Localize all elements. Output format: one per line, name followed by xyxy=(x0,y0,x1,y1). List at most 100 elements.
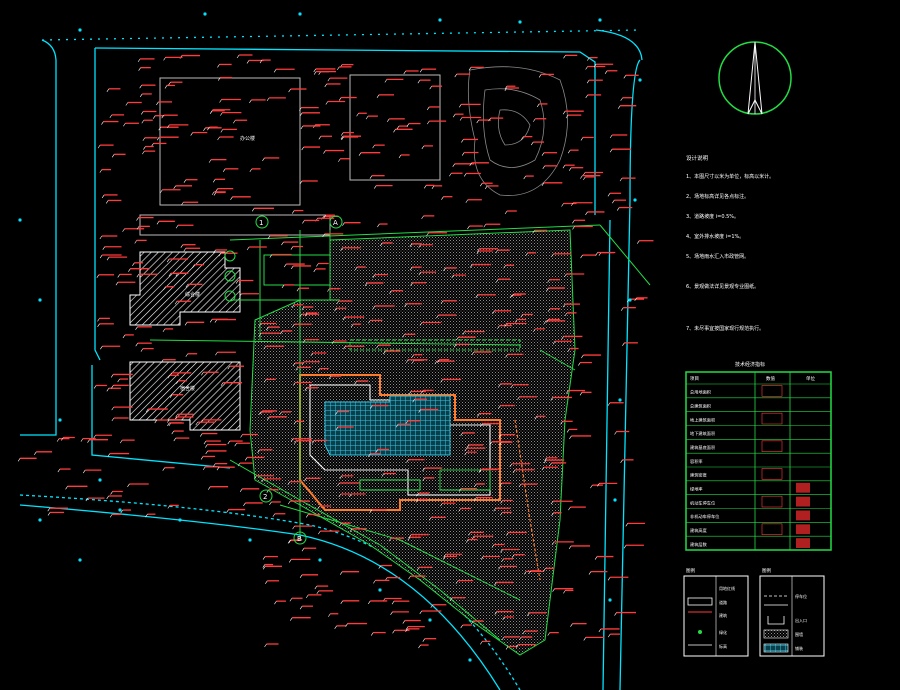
elevation-marker-icon xyxy=(538,74,542,78)
elevation-marker-icon xyxy=(466,444,470,449)
elevation-marker-icon xyxy=(299,180,303,185)
elevation-marker-icon xyxy=(125,102,129,106)
elevation-marker-icon xyxy=(590,484,593,489)
table-row-label: 总用地面积 xyxy=(690,389,711,396)
elevation-marker-icon xyxy=(350,324,354,328)
elevation-marker-icon xyxy=(405,420,409,424)
elevation-marker-icon xyxy=(470,264,473,268)
grid-point-icon xyxy=(78,28,82,32)
elevation-marker-icon xyxy=(327,288,330,292)
elevation-marker-icon xyxy=(505,646,509,650)
elevation-marker-icon xyxy=(468,67,472,71)
elevation-marker-icon xyxy=(547,632,550,636)
elevation-marker-icon xyxy=(426,232,429,236)
elevation-marker-icon xyxy=(246,60,250,64)
grid-point-icon xyxy=(378,588,382,592)
elevation-marker-icon xyxy=(616,207,620,211)
elevation-marker-icon xyxy=(598,252,602,256)
elevation-marker-icon xyxy=(265,580,268,584)
elevation-marker-icon xyxy=(293,421,297,425)
elevation-marker-icon xyxy=(547,308,551,312)
elevation-marker-icon xyxy=(422,467,425,472)
elevation-marker-icon xyxy=(437,359,440,363)
table-row-label: 建筑密度 xyxy=(690,472,708,479)
elevation-marker-icon xyxy=(117,274,120,278)
elevation-marker-icon xyxy=(183,179,187,183)
elevation-marker-icon xyxy=(461,152,465,156)
elevation-marker-icon xyxy=(440,379,443,383)
elevation-marker-icon xyxy=(368,600,371,605)
elevation-marker-icon xyxy=(293,382,296,386)
elevation-marker-icon xyxy=(429,86,432,90)
elevation-marker-icon xyxy=(288,559,292,563)
elevation-marker-icon xyxy=(498,566,501,570)
elevation-marker-icon xyxy=(109,514,113,518)
elevation-marker-icon xyxy=(239,488,243,492)
table-header: 数值 xyxy=(766,375,775,382)
elevation-marker-icon xyxy=(375,449,379,453)
elevation-marker-icon xyxy=(408,575,411,580)
elevation-marker-icon xyxy=(110,491,113,495)
elevation-marker-icon xyxy=(97,144,101,149)
building-b-label: 宿舍楼 xyxy=(180,385,195,392)
elevation-marker-icon xyxy=(334,308,337,312)
elevation-marker-icon xyxy=(544,457,547,461)
elevation-marker-icon xyxy=(419,610,422,615)
elevation-marker-icon xyxy=(190,132,193,136)
elevation-marker-icon xyxy=(480,556,484,560)
elevation-marker-icon xyxy=(340,247,343,251)
elevation-marker-icon xyxy=(161,115,164,119)
elevation-marker-icon xyxy=(167,422,170,427)
elevation-marker-icon xyxy=(403,70,407,75)
elevation-marker-icon xyxy=(236,54,240,59)
elevation-marker-icon xyxy=(322,233,325,238)
elevation-marker-icon xyxy=(195,421,198,426)
elevation-marker-icon xyxy=(173,437,177,442)
note-line: 6、景观做法详见景观专业图纸。 xyxy=(686,283,759,290)
elevation-marker-icon xyxy=(585,94,588,99)
elevation-marker-icon xyxy=(494,611,498,615)
elevation-marker-icon xyxy=(141,111,144,115)
elevation-marker-icon xyxy=(137,58,141,63)
table-value-swatch xyxy=(761,440,783,452)
elevation-marker-icon xyxy=(217,64,220,68)
elevation-marker-icon xyxy=(376,345,379,349)
elevation-marker-icon xyxy=(266,326,269,331)
elevation-marker-icon xyxy=(369,175,373,179)
table-value-swatch xyxy=(761,385,783,397)
elevation-marker-icon xyxy=(409,243,413,247)
elevation-marker-icon xyxy=(163,57,166,61)
elevation-marker-icon xyxy=(339,571,343,575)
elevation-marker-icon xyxy=(542,165,546,170)
elevation-marker-icon xyxy=(205,450,208,455)
elevation-marker-icon xyxy=(598,628,602,633)
elevation-marker-icon xyxy=(291,210,295,214)
elevation-marker-icon xyxy=(498,383,501,388)
elevation-marker-icon xyxy=(383,350,386,355)
elevation-marker-icon xyxy=(233,120,236,124)
elevation-marker-icon xyxy=(565,114,569,119)
elevation-marker-icon xyxy=(168,82,171,86)
elevation-marker-icon xyxy=(314,585,318,590)
elevation-marker-icon xyxy=(452,163,455,168)
elevation-marker-icon xyxy=(418,644,421,649)
elevation-marker-icon xyxy=(334,625,337,630)
elevation-marker-icon xyxy=(408,391,412,395)
elevation-marker-icon xyxy=(111,406,114,411)
elevation-marker-icon xyxy=(163,286,166,290)
elevation-marker-icon xyxy=(207,126,210,131)
elevation-marker-icon xyxy=(288,539,292,544)
elevation-marker-icon xyxy=(160,359,164,363)
elevation-marker-icon xyxy=(327,77,331,82)
elevation-marker-icon xyxy=(405,628,408,633)
elevation-marker-icon xyxy=(500,500,503,504)
elevation-marker-icon xyxy=(547,279,550,283)
elevation-marker-icon xyxy=(292,324,295,328)
table-row-label: 建筑高度 xyxy=(690,527,708,534)
elevation-marker-icon xyxy=(176,380,179,384)
elevation-marker-icon xyxy=(139,93,143,98)
elevation-marker-icon xyxy=(583,637,586,641)
elevation-marker-icon xyxy=(106,256,110,261)
elevation-marker-icon xyxy=(258,333,262,337)
elevation-marker-icon xyxy=(569,435,572,440)
